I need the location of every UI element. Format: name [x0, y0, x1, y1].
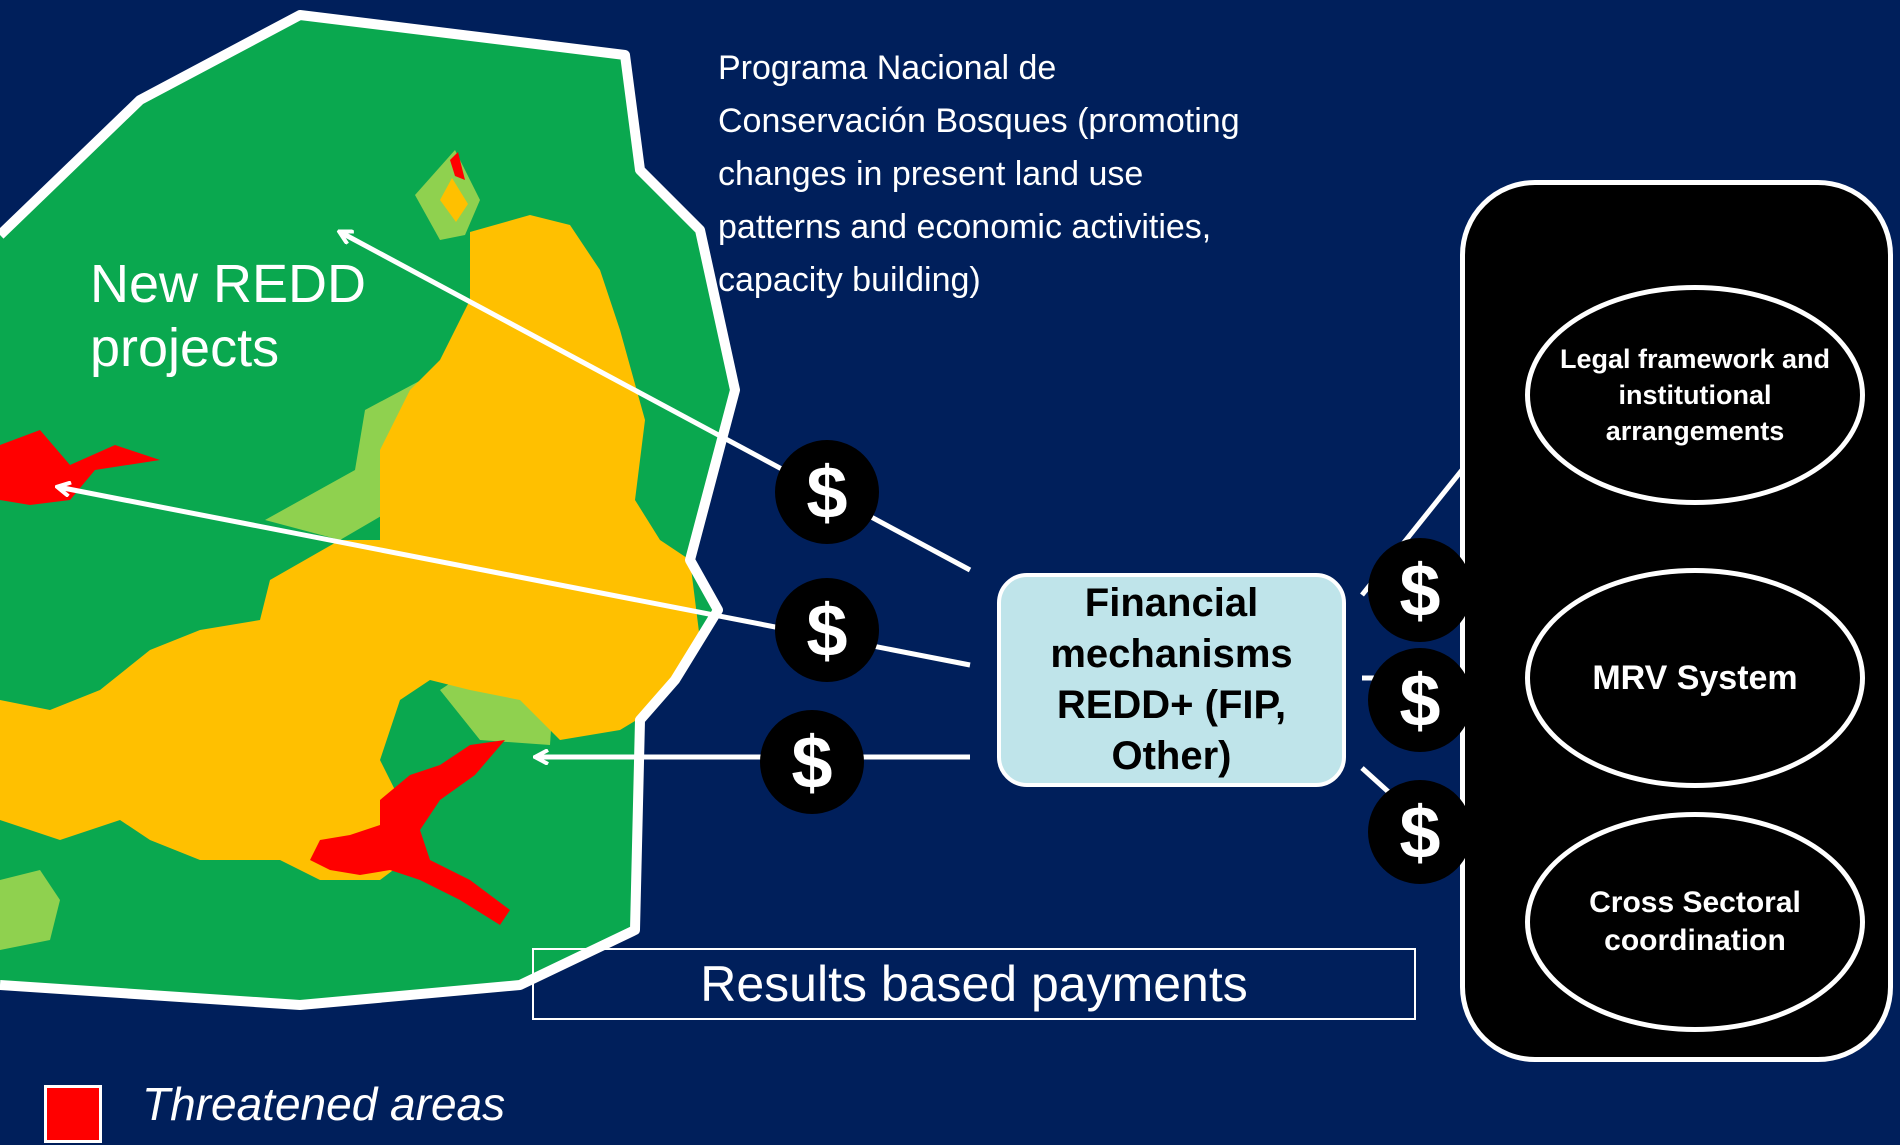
legend-swatch-threatened — [44, 1085, 102, 1143]
program-description: Programa Nacional de Conservación Bosque… — [718, 49, 1240, 299]
map-label: New REDD projects — [90, 254, 367, 378]
cross-sectoral-oval: Cross Sectoral coordination — [1525, 812, 1865, 1032]
results-based-payments-box: Results based payments — [532, 948, 1416, 1020]
legal-framework-oval: Legal framework and institutional arrang… — [1525, 285, 1865, 505]
map-outline — [0, 10, 740, 1010]
mrv-system-oval: MRV System — [1525, 568, 1865, 788]
mrv-system-label: MRV System — [1592, 659, 1798, 697]
dollar-coin-icon: $ — [1368, 648, 1472, 752]
legend-label-threatened: Threatened areas — [142, 1078, 506, 1130]
dollar-coin-icon: $ — [775, 440, 879, 544]
financial-mechanisms-box: Financial mechanisms REDD+ (FIP, Other) — [997, 573, 1346, 787]
map-threatened-region — [0, 430, 160, 505]
dollar-coin-icon: $ — [1368, 780, 1472, 884]
cross-sectoral-label: Cross Sectoral coordination — [1589, 886, 1801, 957]
map-threatened-region — [310, 740, 510, 925]
legal-framework-label: Legal framework and institutional arrang… — [1559, 344, 1831, 446]
dollar-coin-icon: $ — [1368, 538, 1472, 642]
map-deforested-region — [0, 215, 700, 880]
dollar-coin-icon: $ — [760, 710, 864, 814]
map-degraded-region — [0, 870, 60, 950]
map-threatened-region — [450, 152, 465, 180]
financial-mechanisms-label: Financial mechanisms REDD+ (FIP, Other) — [1050, 581, 1293, 778]
map-deforested-region — [440, 178, 468, 222]
dollar-coin-icon: $ — [775, 578, 879, 682]
results-based-payments-label: Results based payments — [700, 956, 1248, 1012]
